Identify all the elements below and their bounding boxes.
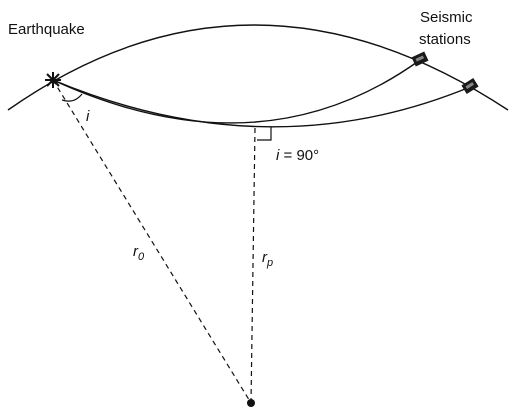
rp-subscript: p xyxy=(266,257,273,269)
r0-label: r0 xyxy=(133,243,145,263)
stations-label-line2: stations xyxy=(419,31,471,48)
earth-center-dot-icon xyxy=(247,399,255,407)
ray-path-near-station xyxy=(53,60,420,123)
ray-path-far-station xyxy=(53,80,470,127)
right-angle-label: i = 90° xyxy=(276,147,319,164)
radius-rp-line xyxy=(251,128,255,403)
seismometer-icon xyxy=(461,78,478,94)
incidence-angle-arc xyxy=(62,94,82,101)
right-angle-value: = 90° xyxy=(279,147,319,164)
stations-label-line1: Seismic xyxy=(420,9,473,26)
rp-label: rp xyxy=(262,249,273,269)
starburst-icon xyxy=(45,72,61,88)
angle-i-label: i xyxy=(86,108,90,125)
earthquake-label: Earthquake xyxy=(8,21,85,38)
r0-subscript: 0 xyxy=(138,251,145,263)
right-angle-marker xyxy=(257,127,271,140)
radius-r0-line xyxy=(53,80,251,403)
